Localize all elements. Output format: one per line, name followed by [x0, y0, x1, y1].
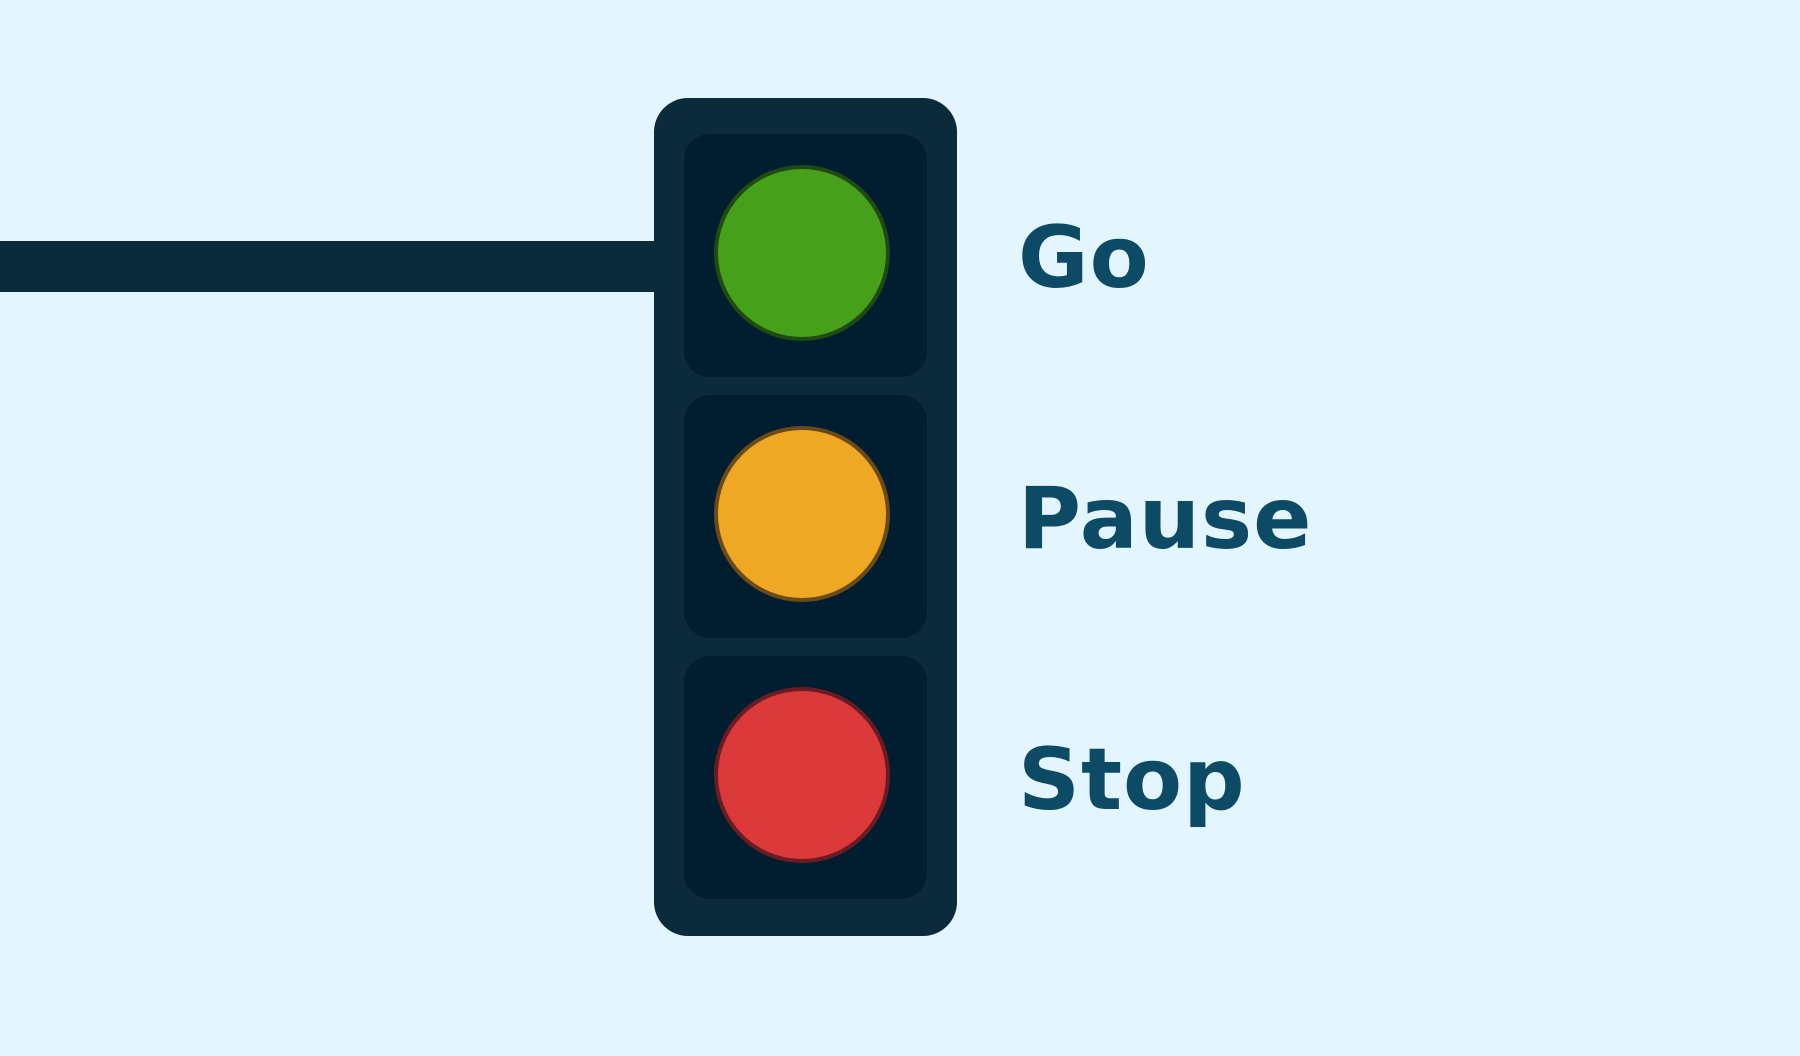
- lamp-cell-middle: [684, 395, 927, 638]
- label-pause: Pause: [1018, 469, 1313, 569]
- label-go: Go: [1018, 208, 1150, 308]
- label-stop: Stop: [1018, 730, 1246, 830]
- pole-arm: [0, 241, 655, 292]
- lamp-cell-top: [684, 134, 927, 377]
- red-light: [714, 687, 890, 863]
- amber-light: [714, 426, 890, 602]
- lamp-cell-bottom: [684, 656, 927, 899]
- traffic-light-housing: [654, 98, 957, 936]
- green-light: [714, 165, 890, 341]
